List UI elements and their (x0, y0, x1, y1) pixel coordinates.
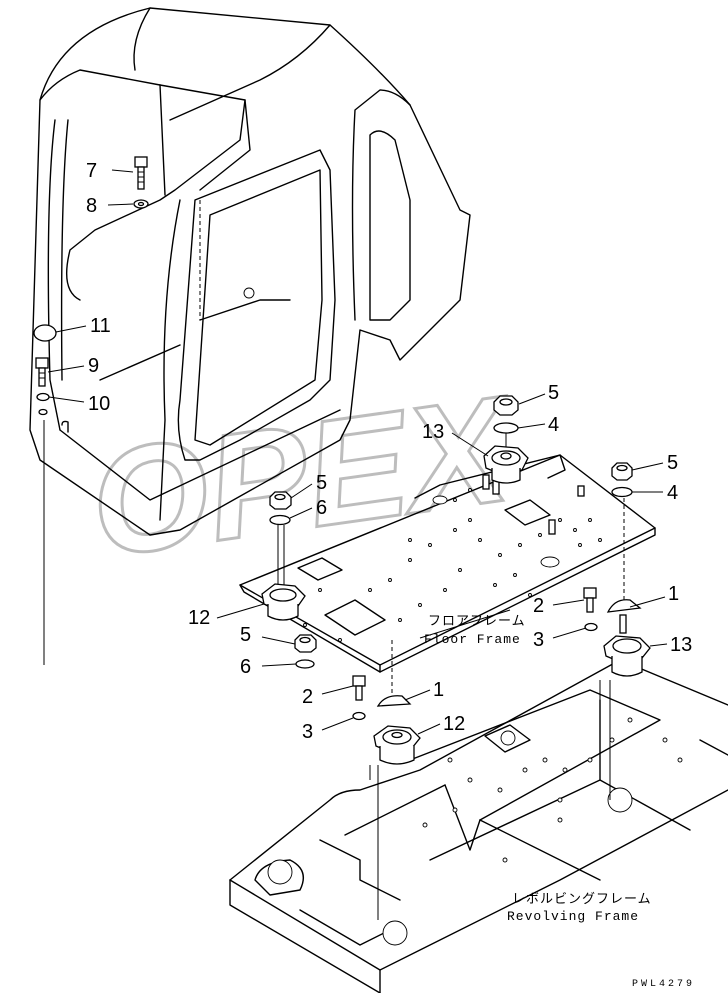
callout-12: 12 (443, 713, 465, 735)
nut-5-right (611, 462, 633, 481)
callout-5: 5 (667, 452, 678, 474)
nut-5-top (493, 395, 519, 416)
callout-11: 11 (90, 315, 111, 337)
washer-6-left (269, 514, 291, 526)
cap-11 (33, 324, 57, 342)
leader-lines (47, 169, 668, 735)
callout-numbers: 7 8 11 9 10 5 4 13 5 4 5 6 12 2 1 3 13 5… (86, 160, 692, 743)
callout-3: 3 (533, 629, 544, 651)
callout-4: 4 (667, 482, 678, 504)
callout-13: 13 (422, 421, 444, 443)
callout-8: 8 (86, 195, 97, 217)
callout-2: 2 (533, 595, 544, 617)
floor-frame-label-jp: フロアフレーム (428, 614, 526, 629)
washer-4-right (611, 486, 633, 498)
callout-6: 6 (316, 497, 327, 519)
washer-10 (36, 392, 50, 402)
callout-9: 9 (88, 355, 99, 377)
callout-2: 2 (302, 686, 313, 708)
washer-3-lower (352, 711, 366, 721)
revolving-frame (229, 659, 728, 993)
bolt-2-lower (352, 675, 366, 701)
mount-12-left (261, 583, 306, 621)
mount-13-right (603, 614, 651, 677)
bolt-9 (35, 357, 49, 387)
bolt-2-right (583, 587, 597, 613)
callout-10: 10 (88, 393, 110, 415)
mount-12-lower (373, 725, 421, 765)
washer-3-right (584, 622, 598, 632)
watermark-text: OPEX (81, 363, 525, 588)
callout-7: 7 (86, 160, 97, 182)
nut-5-lower (294, 634, 317, 653)
callout-13: 13 (670, 634, 692, 656)
callout-4: 4 (548, 414, 559, 436)
washer-4-top (493, 422, 519, 434)
revolving-frame-label-jp: レボルビングフレーム (512, 892, 652, 907)
callout-1: 1 (668, 583, 679, 605)
revolving-frame-holes (422, 717, 683, 863)
callout-6: 6 (240, 656, 251, 678)
drawing-code: PWL4279 (632, 979, 695, 990)
operator-cab (29, 7, 471, 536)
floor-frame (239, 454, 656, 673)
nut-5-left (269, 491, 292, 510)
callout-5: 5 (316, 472, 327, 494)
cover-1-right (606, 599, 642, 613)
callout-1: 1 (433, 679, 444, 701)
revolving-frame-label-en: Revolving Frame (507, 909, 639, 924)
callout-5: 5 (548, 382, 559, 404)
callout-3: 3 (302, 721, 313, 743)
washer-6-lower (295, 659, 315, 669)
floor-frame-label-en: Floor Frame (424, 632, 521, 647)
callout-12: 12 (188, 607, 210, 629)
cab-bolt-7 (134, 156, 148, 190)
cover-1-lower (376, 695, 412, 707)
callout-5: 5 (240, 624, 251, 646)
mount-13-top (483, 445, 529, 484)
